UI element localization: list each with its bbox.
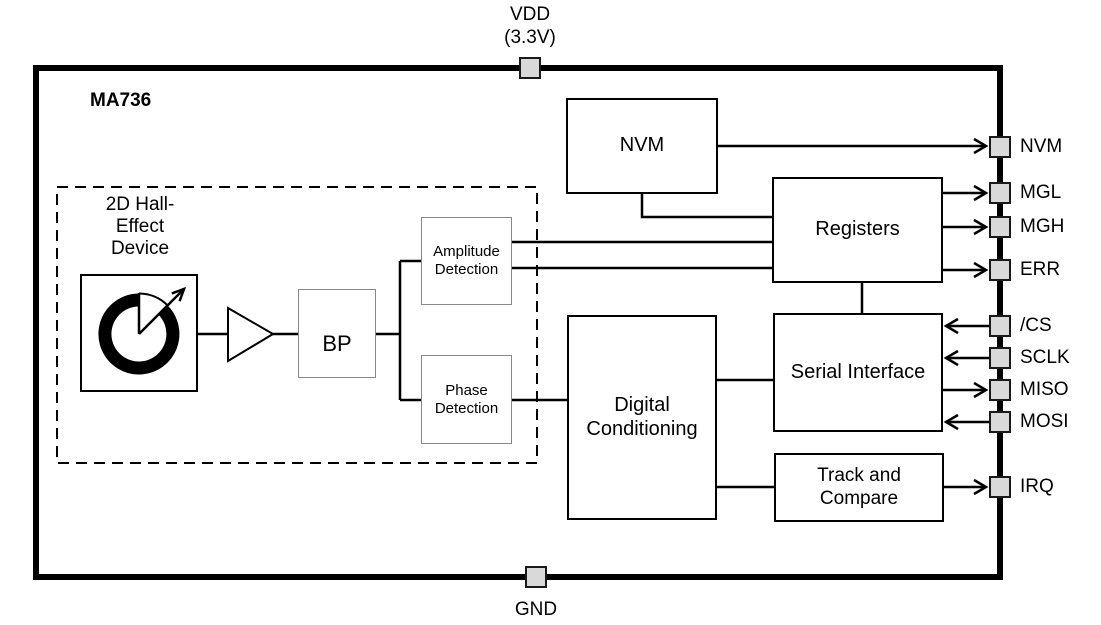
pin-label-mgl: MGL — [1020, 182, 1062, 203]
pin-label-nvm: NVM — [1020, 136, 1063, 157]
amplitude-detection-label: Amplitude Detection — [433, 243, 500, 278]
pin-mgh — [989, 216, 1011, 238]
pin-miso — [989, 379, 1011, 401]
pin-label-cs: /CS — [1020, 315, 1052, 336]
amplitude-detection-block: Amplitude Detection — [421, 217, 512, 305]
registers-block: Registers — [772, 177, 943, 283]
pin-irq — [989, 476, 1011, 498]
pin-label-sclk: SCLK — [1020, 347, 1070, 368]
phase-detection-block: Phase Detection — [421, 355, 512, 444]
pin-nvm — [989, 136, 1011, 158]
track-compare-block: Track and Compare — [774, 453, 944, 522]
serial-interface-label: Serial Interface — [790, 360, 926, 383]
nvm-block: NVM — [566, 98, 718, 194]
nvm-label: NVM — [619, 134, 665, 157]
hall-region-title: 2D Hall- Effect Device — [105, 194, 175, 259]
bp-filter-label: BP — [322, 331, 352, 356]
vdd-voltage: (3.3V) — [504, 27, 556, 48]
track-compare-label: Track and Compare — [817, 465, 901, 509]
vdd-label: VDD (3.3V) — [470, 3, 590, 49]
phase-detection-label: Phase Detection — [434, 381, 499, 417]
pin-label-err: ERR — [1020, 259, 1061, 280]
pin-cs — [989, 315, 1011, 337]
hall-device-block — [80, 274, 198, 392]
bp-filter-block — [298, 289, 376, 378]
signal-wires — [198, 144, 989, 489]
pin-label-miso: MISO — [1020, 379, 1069, 400]
digital-conditioning-label: Digital Conditioning — [586, 393, 698, 440]
registers-label: Registers — [815, 218, 900, 241]
pin-label-mosi: MOSI — [1020, 411, 1069, 432]
arrowheads — [943, 137, 989, 496]
pin-mosi — [989, 411, 1011, 433]
pin-vdd — [519, 57, 541, 79]
digital-conditioning-block: Digital Conditioning — [567, 315, 717, 520]
pin-sclk — [989, 347, 1011, 369]
pin-gnd — [525, 566, 547, 588]
pin-mgl — [989, 182, 1011, 204]
serial-interface-block: Serial Interface — [773, 313, 943, 432]
pin-err — [989, 259, 1011, 281]
gnd-label: GND — [514, 599, 558, 620]
vdd-name: VDD — [509, 4, 551, 25]
chip-name: MA736 — [90, 90, 152, 111]
amplifier-icon — [227, 306, 275, 363]
angle-sensor-icon — [98, 286, 187, 375]
hall-region-outline — [56, 186, 538, 464]
pin-label-mgh: MGH — [1020, 216, 1065, 237]
pin-label-irq: IRQ — [1020, 476, 1054, 497]
